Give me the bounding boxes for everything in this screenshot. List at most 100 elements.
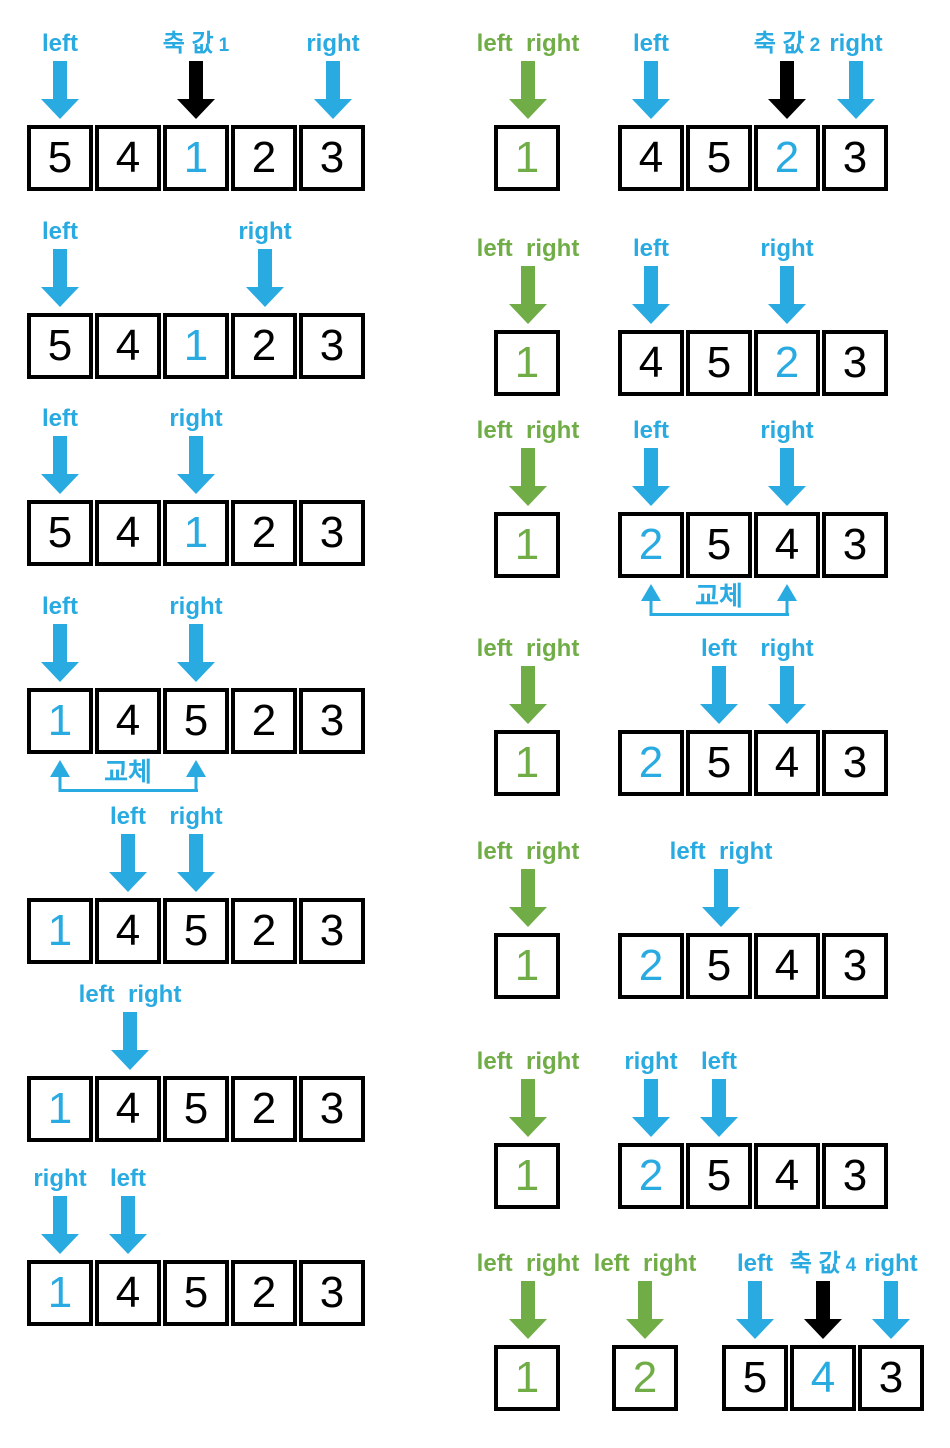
- swap-up-arrow-icon: [186, 760, 206, 777]
- swap-up-arrow-icon: [50, 760, 70, 777]
- pointer-label: left right: [476, 1250, 580, 1277]
- arrow-shaft: [53, 624, 67, 662]
- arrow-shaft: [644, 61, 658, 99]
- pointer-label: right: [829, 30, 883, 57]
- swap-bracket-line: [785, 599, 789, 616]
- down-arrow-icon: [509, 1079, 547, 1137]
- pointer-label: right: [306, 30, 360, 57]
- array-cell: 3: [299, 1260, 365, 1326]
- array-cell: 3: [822, 125, 888, 191]
- arrow-shaft: [258, 249, 272, 287]
- arrow-shaft: [189, 834, 203, 872]
- down-arrow-icon: [700, 1079, 738, 1137]
- pointer-label: right: [238, 218, 292, 245]
- arrow-shaft: [780, 448, 794, 486]
- arrow-head: [509, 304, 547, 324]
- array-cell: 3: [299, 500, 365, 566]
- pointer-label: left right: [669, 838, 773, 865]
- down-arrow-icon: [632, 61, 670, 119]
- arrow-shaft: [521, 666, 535, 704]
- array-cell: 2: [231, 898, 297, 964]
- array-cell: 2: [231, 500, 297, 566]
- array-cell: 3: [858, 1345, 924, 1411]
- swap-up-arrow-icon: [777, 584, 797, 601]
- pivot-value-cell: 2: [754, 125, 820, 191]
- arrow-shaft: [521, 61, 535, 99]
- arrow-head: [509, 486, 547, 506]
- arrow-head: [111, 1050, 149, 1070]
- down-arrow-icon: [509, 448, 547, 506]
- arrow-shaft: [644, 448, 658, 486]
- arrow-shaft: [644, 1079, 658, 1117]
- array-cell: 4: [95, 313, 161, 379]
- down-arrow-icon: [768, 448, 806, 506]
- pivot-value-cell: 1: [27, 688, 93, 754]
- arrow-head: [632, 1117, 670, 1137]
- pivot-value-cell: 2: [618, 933, 684, 999]
- array-cell: 3: [822, 730, 888, 796]
- down-arrow-icon: [177, 624, 215, 682]
- array-cell: 5: [163, 898, 229, 964]
- arrow-head: [509, 99, 547, 119]
- sorted-value-cell: 1: [494, 125, 560, 191]
- arrow-head: [768, 704, 806, 724]
- array-cell: 2: [231, 125, 297, 191]
- pointer-label: right: [760, 417, 814, 444]
- array-cell: 5: [686, 125, 752, 191]
- down-arrow-icon: [41, 1196, 79, 1254]
- pointer-label: right: [33, 1165, 87, 1192]
- array-cell: 5: [686, 1143, 752, 1209]
- down-arrow-icon: [41, 249, 79, 307]
- pivot-value-cell: 1: [163, 313, 229, 379]
- array-cell: 5: [27, 125, 93, 191]
- array-cell: 2: [231, 1260, 297, 1326]
- swap-bracket-line: [194, 775, 198, 792]
- down-arrow-icon: [804, 1281, 842, 1339]
- pivot-value-cell: 2: [754, 330, 820, 396]
- array-cell: 4: [754, 730, 820, 796]
- down-arrow-icon: [632, 266, 670, 324]
- pivot-label-number: 2: [809, 35, 821, 56]
- array-cell: 5: [722, 1345, 788, 1411]
- down-arrow-icon: [736, 1281, 774, 1339]
- pivot-value-cell: 1: [163, 125, 229, 191]
- pointer-label: left: [110, 1165, 146, 1192]
- arrow-head: [768, 99, 806, 119]
- down-arrow-icon: [626, 1281, 664, 1339]
- pointer-label: left right: [476, 1048, 580, 1075]
- arrow-head: [41, 287, 79, 307]
- arrow-head: [632, 99, 670, 119]
- pointer-label: left right: [476, 30, 580, 57]
- pointer-label: left: [633, 235, 669, 262]
- pivot-value-cell: 1: [27, 898, 93, 964]
- arrow-head: [872, 1319, 910, 1339]
- arrow-shaft: [638, 1281, 652, 1319]
- down-arrow-icon: [111, 1012, 149, 1070]
- arrow-shaft: [816, 1281, 830, 1319]
- arrow-shaft: [884, 1281, 898, 1319]
- down-arrow-icon: [177, 834, 215, 892]
- down-arrow-icon: [246, 249, 284, 307]
- down-arrow-icon: [177, 61, 215, 119]
- arrow-head: [626, 1319, 664, 1339]
- down-arrow-icon: [41, 624, 79, 682]
- arrow-shaft: [521, 1079, 535, 1117]
- arrow-head: [768, 486, 806, 506]
- down-arrow-icon: [109, 1196, 147, 1254]
- sorted-value-cell: 1: [494, 512, 560, 578]
- swap-bracket-line: [58, 775, 62, 792]
- arrow-head: [314, 99, 352, 119]
- pointer-label: left: [42, 30, 78, 57]
- down-arrow-icon: [509, 61, 547, 119]
- pointer-label: right: [624, 1048, 678, 1075]
- arrow-shaft: [53, 249, 67, 287]
- array-cell: 4: [95, 1076, 161, 1142]
- pivot-value-cell: 1: [27, 1076, 93, 1142]
- arrow-shaft: [644, 266, 658, 304]
- array-cell: 4: [754, 1143, 820, 1209]
- down-arrow-icon: [768, 666, 806, 724]
- arrow-head: [41, 662, 79, 682]
- array-cell: 3: [822, 512, 888, 578]
- pointer-label: left: [701, 1048, 737, 1075]
